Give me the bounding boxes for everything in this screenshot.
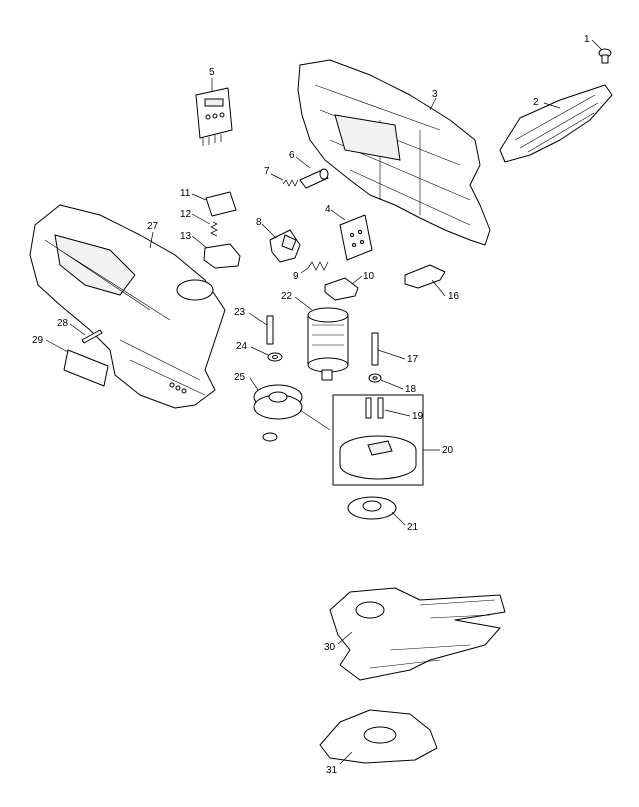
part-9-spring xyxy=(307,261,329,271)
part-21-cam-plate xyxy=(347,496,397,520)
part-18-washer xyxy=(368,373,382,383)
part-2-cover xyxy=(499,84,613,163)
callout-12: 12 xyxy=(180,209,192,220)
callout-16: 16 xyxy=(448,291,460,302)
part-7-spring xyxy=(282,179,299,187)
part-6-pin xyxy=(299,168,329,189)
callout-30: 30 xyxy=(324,642,336,653)
part-4-block xyxy=(339,214,373,261)
callout-21: 21 xyxy=(407,522,419,533)
callout-29: 29 xyxy=(32,335,44,346)
callout-9: 9 xyxy=(293,271,299,282)
part-20-gear-assembly xyxy=(332,394,424,486)
callout-17: 17 xyxy=(407,354,419,365)
callout-labels: 1 2 3 4 5 6 7 8 9 10 11 12 13 16 17 18 1… xyxy=(32,34,590,776)
part-28-screw xyxy=(81,329,103,344)
leader-lines xyxy=(45,39,603,765)
part-27-handle-housing xyxy=(29,204,226,409)
callout-7: 7 xyxy=(264,166,270,177)
part-5-switch-board xyxy=(195,87,233,146)
part-31-base-plate xyxy=(319,709,438,764)
callout-6: 6 xyxy=(289,150,295,161)
part-16-clip xyxy=(404,264,446,289)
part-12-spring xyxy=(210,221,218,237)
part-25-gear xyxy=(253,384,303,442)
callout-3: 3 xyxy=(432,89,438,100)
part-8-lever xyxy=(269,229,301,263)
part-13-knob xyxy=(203,243,241,269)
callout-5: 5 xyxy=(209,67,215,78)
callout-24: 24 xyxy=(236,341,248,352)
part-1-screw xyxy=(598,48,612,64)
part-23-pin xyxy=(266,315,274,345)
callout-18: 18 xyxy=(405,384,417,395)
callout-25: 25 xyxy=(234,372,246,383)
callout-20: 20 xyxy=(442,445,454,456)
callout-4: 4 xyxy=(325,204,331,215)
callout-23: 23 xyxy=(234,307,246,318)
part-24-washer xyxy=(267,352,283,362)
callout-2: 2 xyxy=(533,97,539,108)
part-11-switch xyxy=(205,191,237,217)
callout-8: 8 xyxy=(256,217,262,228)
part-17-pin xyxy=(371,332,379,366)
part-22-motor xyxy=(307,307,349,381)
callout-27: 27 xyxy=(147,221,159,232)
callout-28: 28 xyxy=(57,318,69,329)
part-30-blade xyxy=(329,587,506,681)
callout-22: 22 xyxy=(281,291,293,302)
part-3-housing xyxy=(297,59,491,246)
callout-10: 10 xyxy=(363,271,375,282)
callout-13: 13 xyxy=(180,231,192,242)
part-29-label xyxy=(63,349,109,387)
callout-19: 19 xyxy=(412,411,424,422)
callout-31: 31 xyxy=(326,765,338,776)
part-10-bracket xyxy=(324,277,359,301)
callout-1: 1 xyxy=(584,34,590,45)
callout-11: 11 xyxy=(180,188,191,199)
